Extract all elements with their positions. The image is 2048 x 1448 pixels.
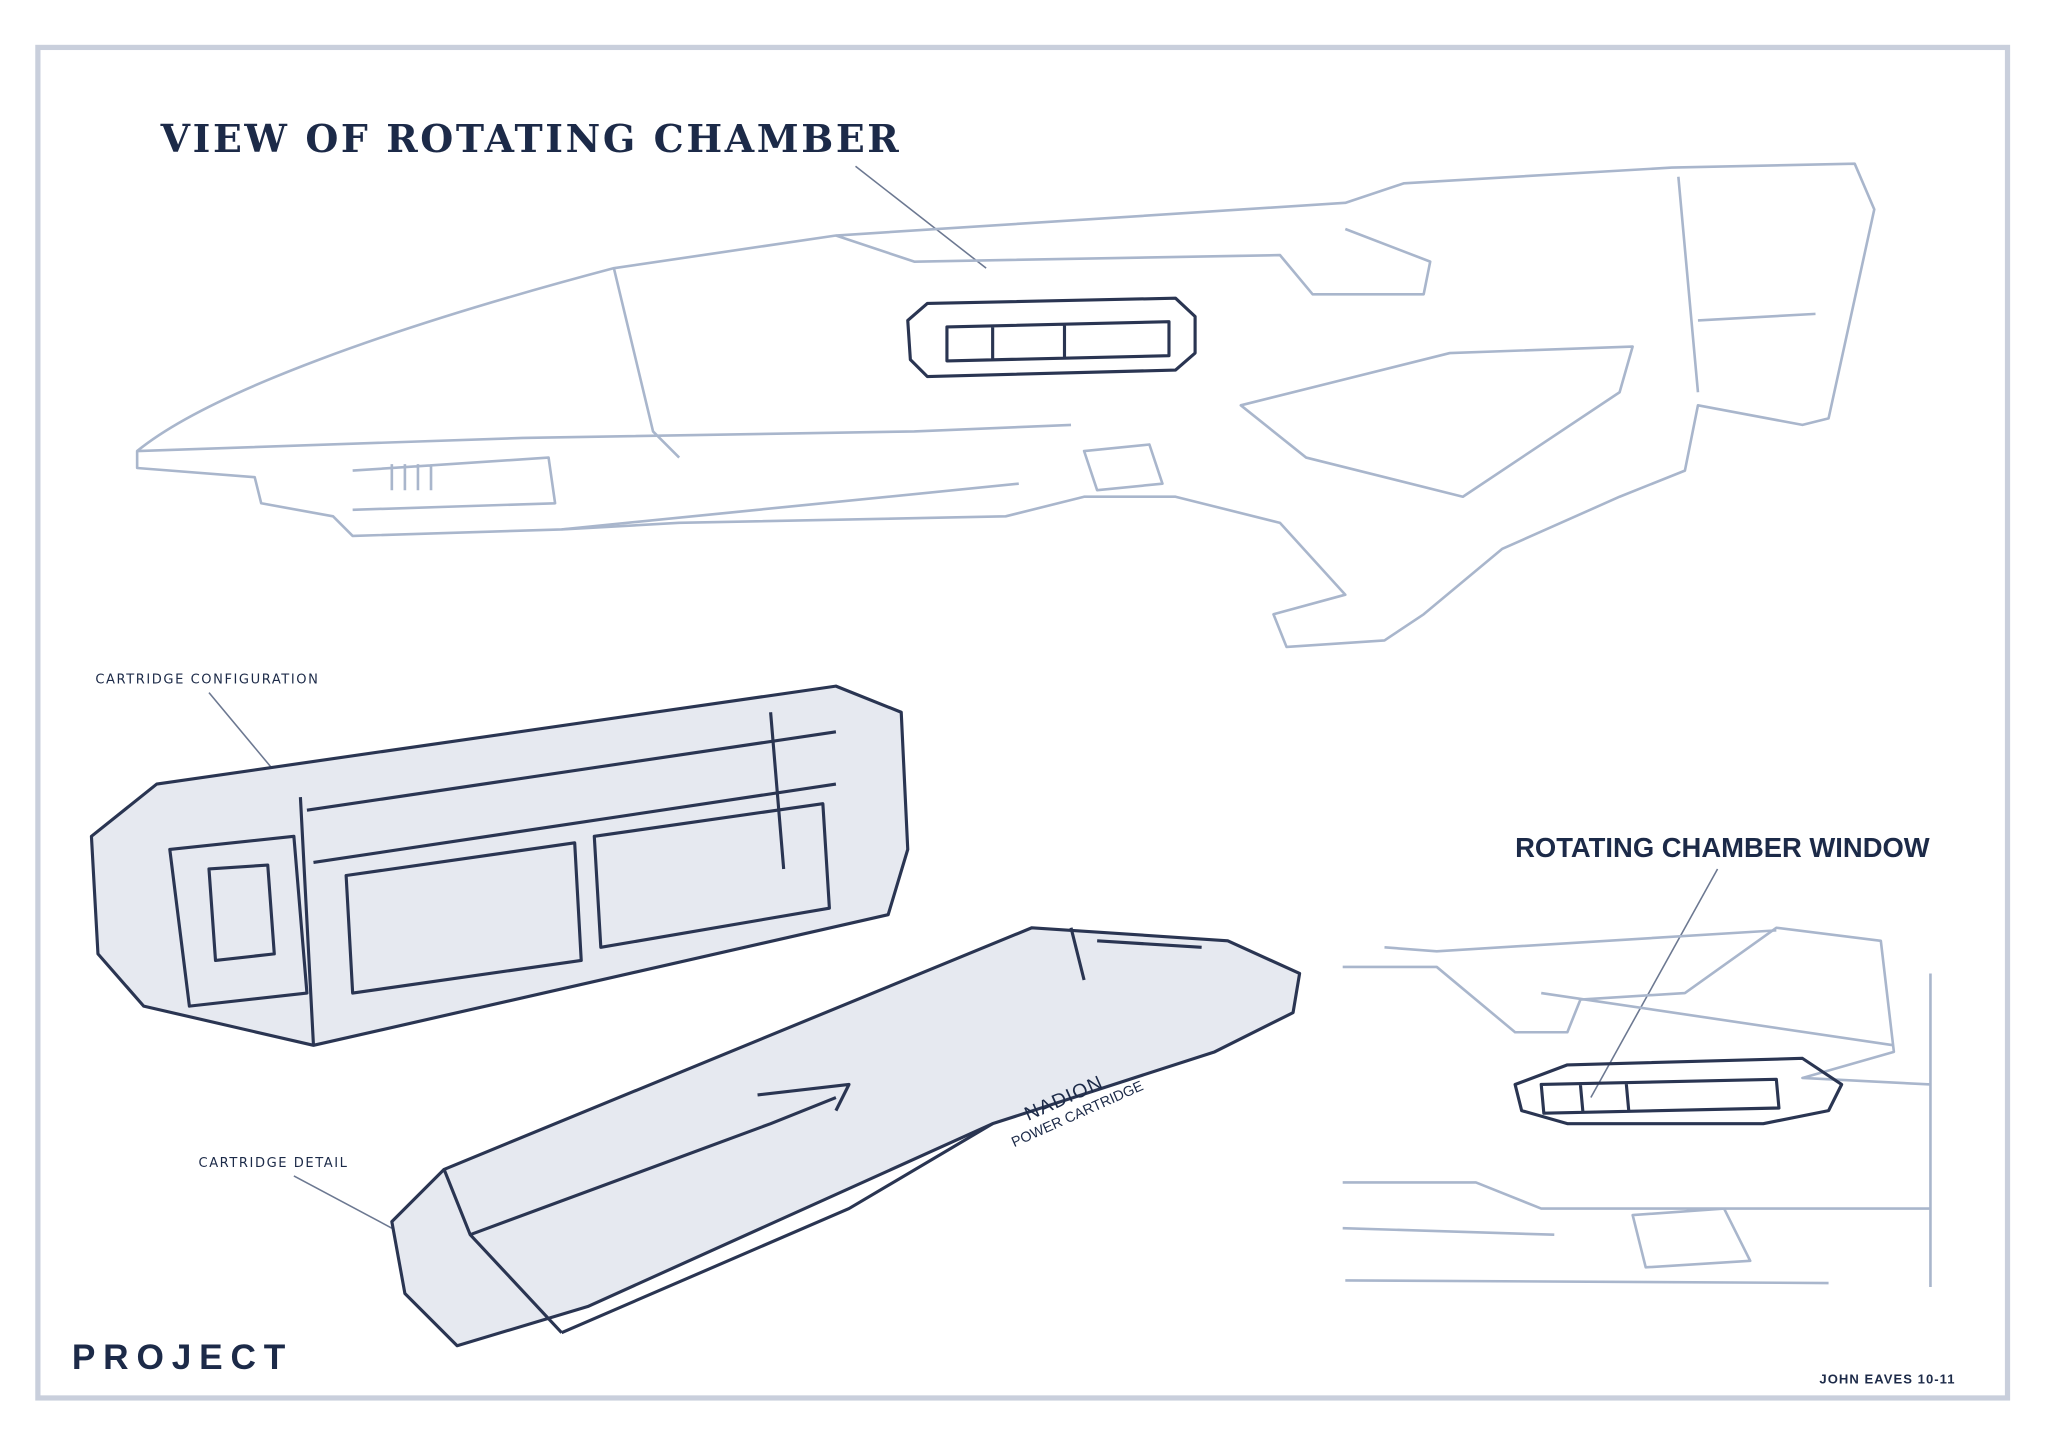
- label-cartridge-detail: CARTRIDGE DETAIL: [199, 1156, 349, 1171]
- project-logo: PROJECT: [72, 1338, 293, 1377]
- cartridge-configuration-sketch: [89, 684, 910, 1047]
- label-cartridge-configuration: CARTRIDGE CONFIGURATION: [95, 673, 319, 688]
- cartridge-detail-sketch: [390, 926, 1302, 1348]
- window-leader-line: [1590, 868, 1719, 1098]
- logo-text: PROJECT: [72, 1338, 293, 1377]
- rotating-chamber-window-inset: [1342, 926, 1932, 1287]
- configuration-leader-line: [208, 692, 275, 772]
- sheet-frame: [35, 44, 2011, 1401]
- title-leader-line: [855, 165, 987, 269]
- detail-leader-line: [293, 1175, 393, 1229]
- label-rotating-chamber-window: ROTATING CHAMBER WINDOW: [1515, 832, 1930, 863]
- sheet-title: VIEW OF ROTATING CHAMBER: [160, 116, 902, 161]
- rifle-sketch: [135, 162, 1876, 649]
- rotating-chamber-on-rifle: [906, 296, 1197, 379]
- artist-signature: JOHN EAVES 10-11: [1819, 1372, 1955, 1387]
